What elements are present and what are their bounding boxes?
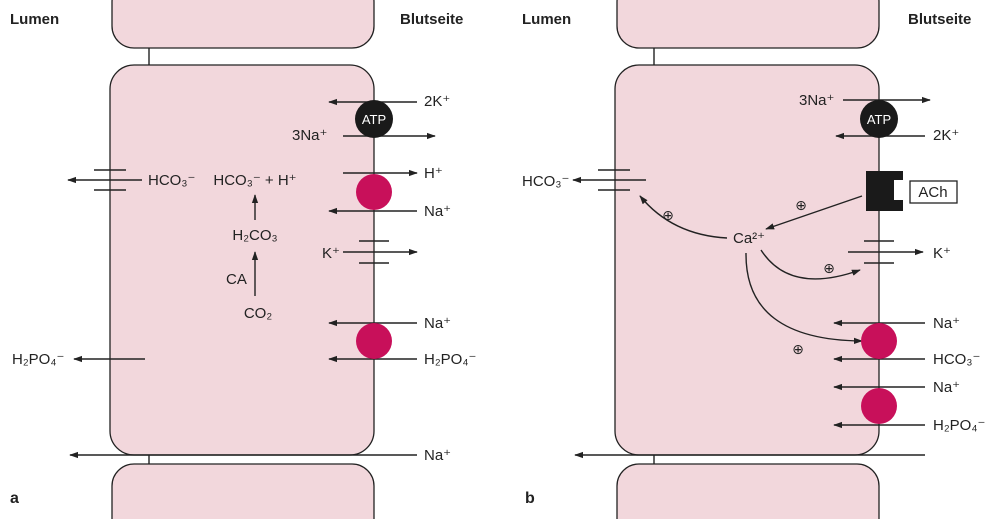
blood-side-label-b: Blutseite xyxy=(908,11,971,28)
plus-sign-k: ⊕ xyxy=(823,261,835,277)
lower-neighbor-cell-b xyxy=(616,463,880,519)
h-label-a: H⁺ xyxy=(424,165,443,182)
receptor-to-ca-arrow xyxy=(765,195,863,230)
ach-box xyxy=(909,180,958,204)
phosphate-label-a: H₂PO₄⁻ xyxy=(424,351,476,368)
na-pump-label-a: 3Na⁺ xyxy=(292,127,327,144)
phosphate-lumen-label-a: H₂PO₄⁻ xyxy=(12,351,64,368)
ach-label: ACh xyxy=(918,184,947,201)
na-h-exchanger-a xyxy=(356,174,392,210)
na-label-2-a: Na⁺ xyxy=(424,315,451,332)
blood-side-label-a: Blutseite xyxy=(400,11,463,28)
upper-neighbor-cell-b xyxy=(616,0,880,49)
lumen-label-a: Lumen xyxy=(10,11,59,28)
ca-to-cotransporter-arrow xyxy=(745,252,863,345)
plus-sign-cotransporter: ⊕ xyxy=(792,342,804,358)
ach-receptor xyxy=(866,171,903,211)
upper-neighbor-cell-a xyxy=(111,0,375,49)
panel-letter-b: b xyxy=(525,490,535,507)
na-k-atpase-pump-a xyxy=(355,100,393,138)
ca-to-hco3-channel-arrow xyxy=(639,195,728,239)
panel-a: Lumen Blutseite a 2K⁺ 3Na⁺ ATP H⁺ Na⁺ K⁺… xyxy=(10,0,476,519)
na-phosphate-cotransporter-a xyxy=(356,323,392,359)
hco3-lumen-label-a: HCO₃⁻ xyxy=(148,172,195,189)
atp-label-b: ATP xyxy=(867,112,891,127)
panel-letter-a: a xyxy=(10,490,19,507)
k-channel-label-a: K⁺ xyxy=(322,245,340,262)
hco3-lumen-label-b: HCO₃⁻ xyxy=(522,173,569,190)
na-label-1-b: Na⁺ xyxy=(933,315,960,332)
lumen-label-b: Lumen xyxy=(522,11,571,28)
na-pump-label-b: 3Na⁺ xyxy=(799,92,834,109)
phosphate-label-b: H₂PO₄⁻ xyxy=(933,417,985,434)
plus-sign-receptor: ⊕ xyxy=(795,198,807,214)
epithelial-cell-b xyxy=(614,64,880,456)
k-label-a: 2K⁺ xyxy=(424,93,450,110)
na-label-1-a: Na⁺ xyxy=(424,203,451,220)
atp-label-a: ATP xyxy=(362,112,386,127)
k-label-b: 2K⁺ xyxy=(933,127,959,144)
ca-enzyme-label-a: CA xyxy=(226,271,247,288)
ca-to-k-channel-arrow xyxy=(760,249,861,280)
k-channel-label-b: K⁺ xyxy=(933,245,951,262)
paracellular-na-label-a: Na⁺ xyxy=(424,447,451,464)
hco3-h-label-a: HCO₃⁻ + H⁺ xyxy=(213,172,296,189)
na-k-atpase-pump-b xyxy=(860,100,898,138)
na-hco3-cotransporter-b xyxy=(861,323,897,359)
lower-neighbor-cell-a xyxy=(111,463,375,519)
panel-b: Lumen Blutseite b 3Na⁺ 2K⁺ ATP ACh ⊕ HCO… xyxy=(522,0,985,519)
h2co3-label-a: H₂CO₃ xyxy=(232,227,277,244)
plus-sign-hco3: ⊕ xyxy=(662,208,674,224)
na-phosphate-cotransporter-b xyxy=(861,388,897,424)
calcium-label-b: Ca²⁺ xyxy=(733,230,765,247)
hco3-in-label-b: HCO₃⁻ xyxy=(933,351,980,368)
na-label-2-b: Na⁺ xyxy=(933,379,960,396)
co2-label-a: CO₂ xyxy=(244,305,273,322)
